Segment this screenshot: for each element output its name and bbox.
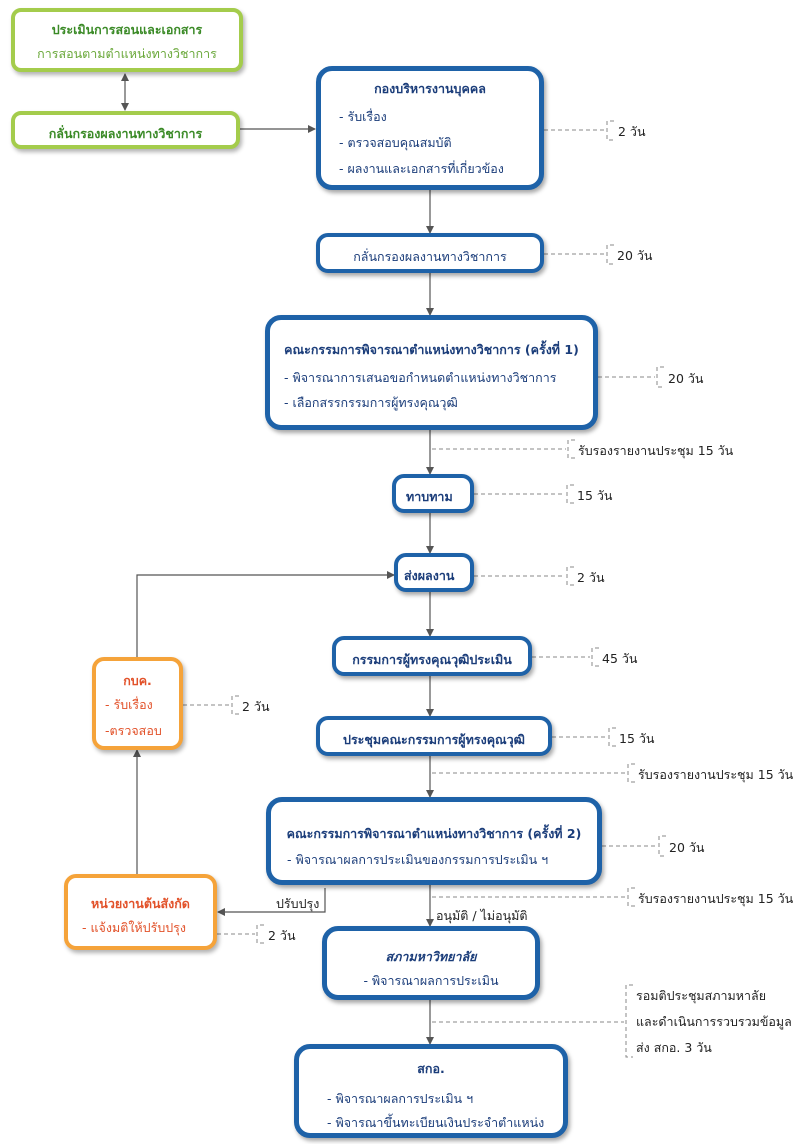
kbk-item: -ตรวจสอบ bbox=[105, 723, 162, 738]
committee-1-item: - เลือกสรรกรรมการผู้ทรงคุณวุฒิ bbox=[284, 395, 458, 410]
experts-meeting-title: ประชุมคณะกรรมการผู้ทรงคุณวุฒิ bbox=[343, 732, 525, 747]
personnel-item: - ผลงานและเอกสารที่เกี่ยวข้อง bbox=[339, 161, 504, 176]
personnel-item: - ตรวจสอบคุณสมบัติ bbox=[339, 135, 452, 150]
send-works-box: ส่งผลงาน bbox=[394, 553, 474, 592]
kbk-title: กบค. bbox=[123, 673, 152, 688]
committee-1-title: คณะกรรมการพิจารณาตำแหน่งทางวิชาการ (ครั้… bbox=[284, 342, 579, 357]
council-item: - พิจารณาผลการประเมิน bbox=[363, 973, 499, 988]
contact-box: ทาบทาม bbox=[392, 474, 474, 513]
duration-screen: 20 วัน bbox=[617, 248, 653, 263]
council-wait-note-line: ส่ง สกอ. 3 วัน bbox=[636, 1040, 712, 1055]
duration-personnel: 2 วัน bbox=[618, 124, 646, 139]
ohec-item: - พิจารณาผลการประเมิน ฯ bbox=[327, 1091, 474, 1106]
committee-2-item: - พิจารณาผลการประเมินของกรรมการประเมิน ฯ bbox=[287, 852, 549, 867]
parent-unit-item: - แจ้งมติให้ปรับปรุง bbox=[82, 920, 187, 935]
ohec-title: สกอ. bbox=[417, 1061, 445, 1076]
council-wait-note-line: และดำเนินการรวบรวมข้อมูล bbox=[636, 1014, 792, 1029]
evaluate-teaching-box: ประเมินการสอนและเอกสาร การสอนตามตำแหน่งท… bbox=[11, 8, 243, 72]
ohec-box: สกอ. - พิจารณาผลการประเมิน ฯ - พิจารณาขึ… bbox=[294, 1044, 568, 1138]
screen-works-green-title: กลั่นกรองผลงานทางวิชาการ bbox=[48, 126, 203, 141]
evaluate-teaching-title: ประเมินการสอนและเอกสาร bbox=[51, 22, 203, 37]
approve-label: อนุมัติ / ไม่อนุมัติ bbox=[436, 908, 528, 923]
duration-unit: 2 วัน bbox=[268, 928, 296, 943]
council-wait-note-line: รอมติประชุมสภามหาลัย bbox=[636, 988, 767, 1003]
duration-kbk: 2 วัน bbox=[242, 699, 270, 714]
improve-label: ปรับปรุง bbox=[276, 896, 320, 911]
committee-1-box: คณะกรรมการพิจารณาตำแหน่งทางวิชาการ (ครั้… bbox=[265, 315, 598, 430]
screen-works-green-box: กลั่นกรองผลงานทางวิชาการ bbox=[11, 111, 240, 149]
parent-unit-box: หน่วยงานต้นสังกัด - แจ้งมติให้ปรับปรุง bbox=[64, 874, 217, 950]
kbk-item: - รับเรื่อง bbox=[105, 697, 153, 712]
duration-experts: 45 วัน bbox=[602, 651, 638, 666]
duration-meeting: 15 วัน bbox=[619, 731, 655, 746]
experts-evaluate-title: กรรมการผู้ทรงคุณวุฒิประเมิน bbox=[352, 652, 512, 667]
duration-committee-2: 20 วัน bbox=[669, 840, 705, 855]
duration-committee-1: 20 วัน bbox=[668, 371, 704, 386]
parent-unit-title: หน่วยงานต้นสังกัด bbox=[91, 896, 190, 911]
send-works-title: ส่งผลงาน bbox=[404, 568, 455, 583]
committee-2-title: คณะกรรมการพิจารณาตำแหน่งทางวิชาการ (ครั้… bbox=[286, 826, 582, 841]
university-council-box: สภามหาวิทยาลัย - พิจารณาผลการประเมิน bbox=[322, 926, 540, 1000]
contact-title: ทาบทาม bbox=[406, 489, 453, 504]
experts-meeting-box: ประชุมคณะกรรมการผู้ทรงคุณวุฒิ bbox=[316, 716, 552, 756]
ohec-item: - พิจารณาขึ้นทะเบียนเงินประจำตำแหน่ง bbox=[327, 1115, 545, 1130]
personnel-division-box: กองบริหารงานบุคคล - รับเรื่อง - ตรวจสอบค… bbox=[316, 66, 544, 190]
experts-evaluate-box: กรรมการผู้ทรงคุณวุฒิประเมิน bbox=[332, 636, 532, 676]
committee-2-box: คณะกรรมการพิจารณาตำแหน่งทางวิชาการ (ครั้… bbox=[266, 797, 602, 885]
council-title: สภามหาวิทยาลัย bbox=[385, 949, 477, 964]
screen-works-blue-title: กลั่นกรองผลงานทางวิชาการ bbox=[353, 249, 507, 264]
duration-contact: 15 วัน bbox=[577, 488, 613, 503]
kbk-box: กบค. - รับเรื่อง -ตรวจสอบ bbox=[92, 657, 183, 750]
evaluate-teaching-subtitle: การสอนตามตำแหน่งทางวิชาการ bbox=[37, 46, 217, 61]
duration-send: 2 วัน bbox=[577, 570, 605, 585]
certify-report-3: รับรองรายงานประชุม 15 วัน bbox=[638, 891, 793, 906]
committee-1-item: - พิจารณาการเสนอขอกำหนดตำแหน่งทางวิชาการ bbox=[284, 370, 557, 385]
personnel-item: - รับเรื่อง bbox=[339, 109, 387, 124]
arrow-kbk-to-send bbox=[136, 571, 395, 657]
screen-works-blue-box: กลั่นกรองผลงานทางวิชาการ bbox=[316, 233, 544, 273]
certify-report-1: รับรองรายงานประชุม 15 วัน bbox=[578, 443, 734, 458]
certify-report-2: รับรองรายงานประชุม 15 วัน bbox=[638, 767, 793, 782]
personnel-title: กองบริหารงานบุคคล bbox=[374, 81, 486, 96]
arrow-committee2-to-unit bbox=[217, 888, 326, 916]
